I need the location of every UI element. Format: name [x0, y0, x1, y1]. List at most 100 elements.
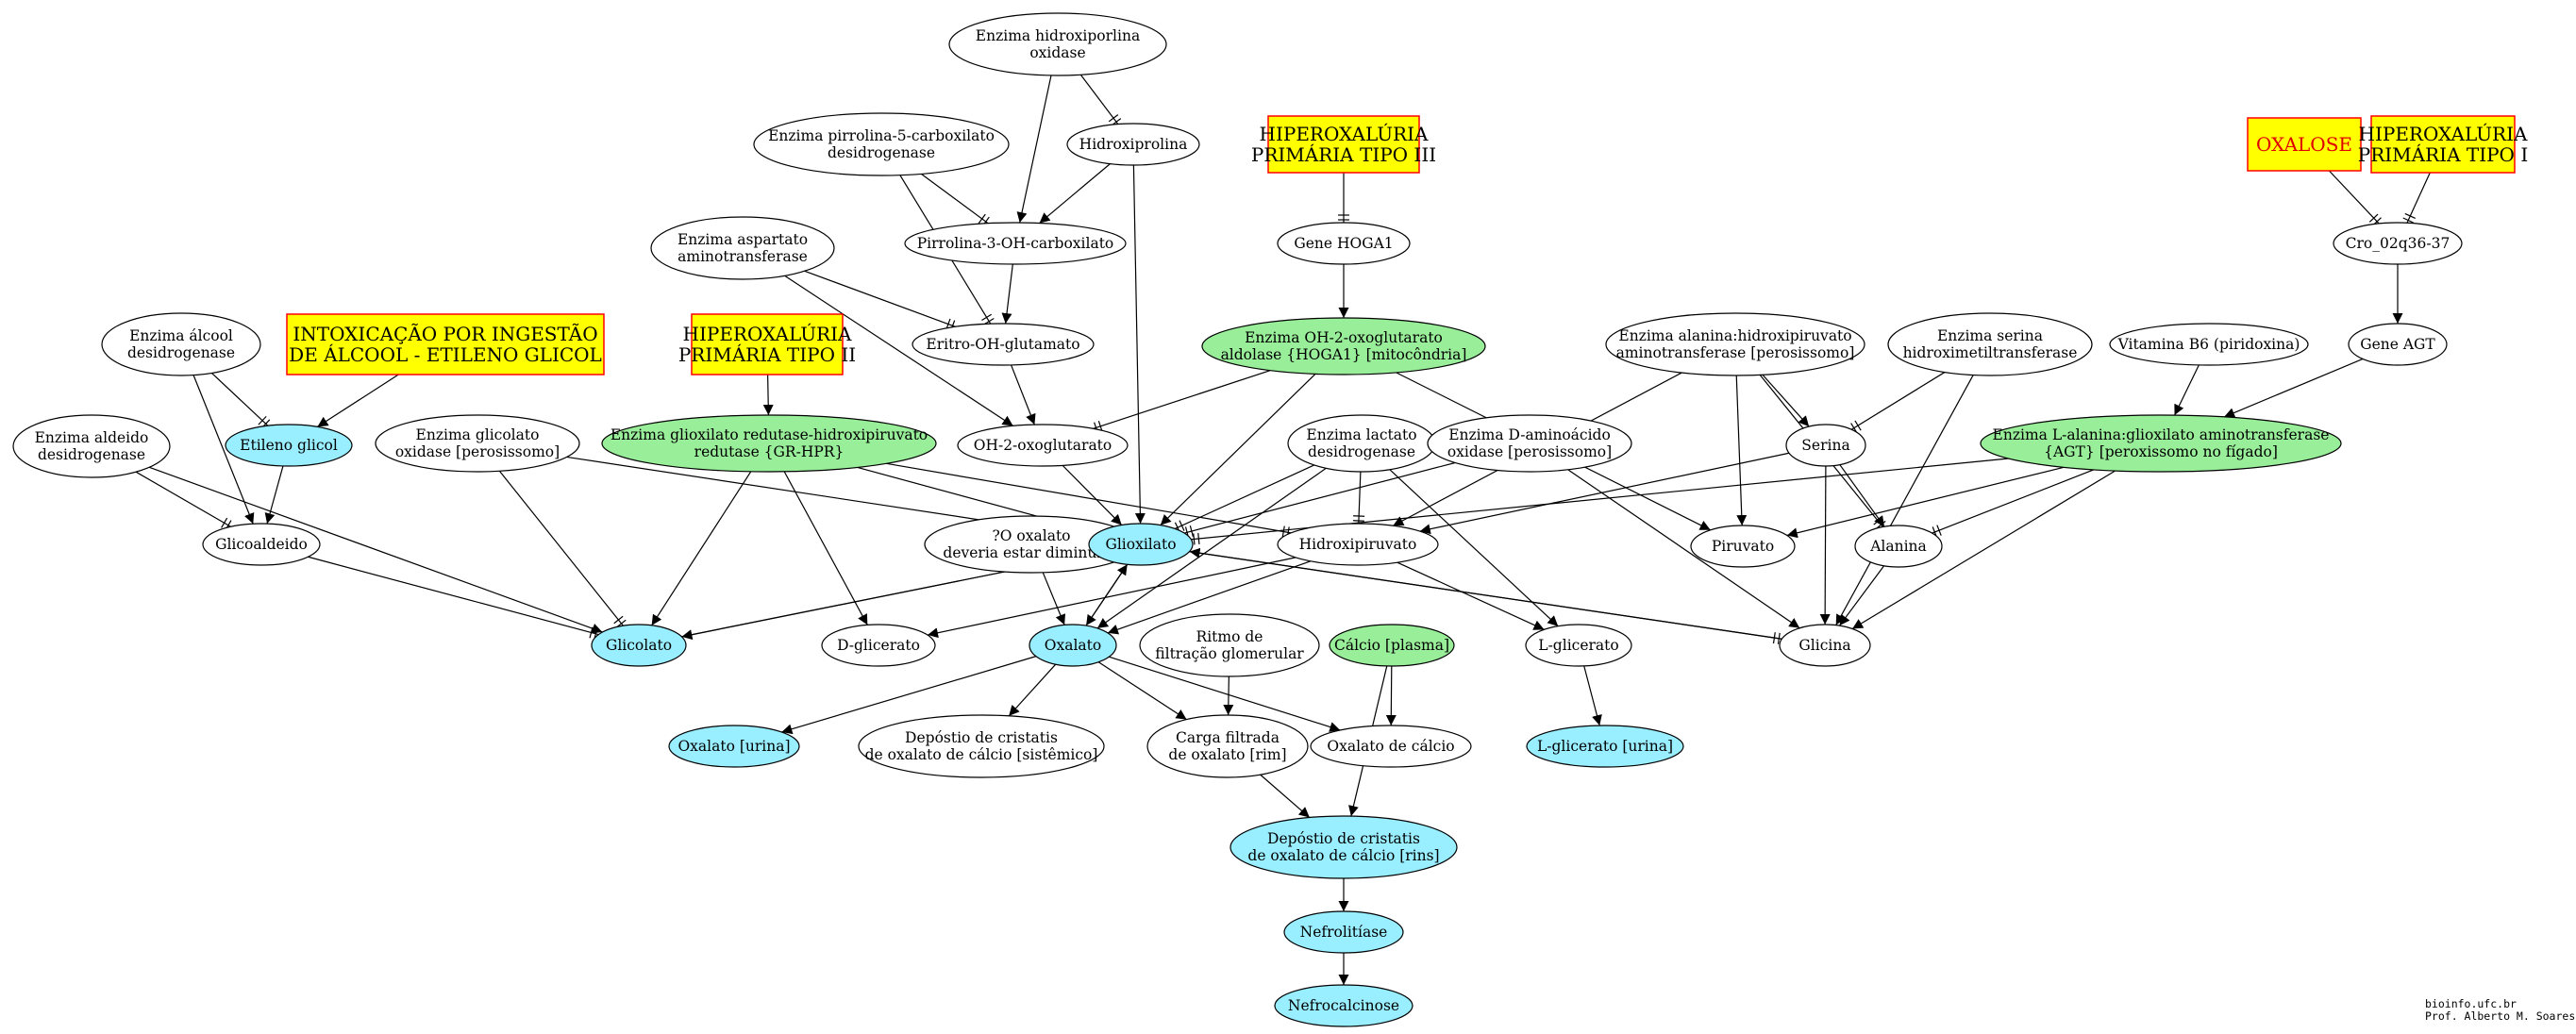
node-label: Enzima D-aminoácido	[1448, 426, 1611, 443]
edges-layer	[135, 74, 2431, 985]
node-label: Carga filtrada	[1176, 729, 1280, 746]
edge-pirrolina3-to-eritro	[1001, 263, 1013, 325]
edge-grhpr-to-glicolato	[651, 471, 752, 626]
node-oxal_urina: Oxalato [urina]	[668, 725, 800, 768]
edge-oxalato-to-carga	[1097, 661, 1187, 721]
node-eritro: Eritro-OH-glutamato	[912, 323, 1095, 366]
node-ellipse	[1785, 424, 1866, 467]
node-box	[691, 313, 844, 375]
node-ellipse	[1029, 624, 1117, 667]
edge-glicolato_ox-to-glicolato	[498, 470, 627, 628]
edge-hiper2-to-grhpr	[762, 374, 774, 416]
node-hidroxiprolina: Hidroxiprolina	[1066, 123, 1200, 166]
node-label: Glicina	[1798, 637, 1850, 654]
node-piruvato: Piruvato	[1690, 525, 1796, 568]
node-label: Enzima OH-2-oxoglutarato	[1245, 329, 1443, 346]
node-ellipse	[858, 714, 1105, 778]
node-ellipse	[1310, 725, 1472, 768]
node-label: PRIMÁRIA TIPO I	[2358, 143, 2528, 166]
node-calcio: Cálcio [plasma]	[1329, 624, 1455, 667]
node-label: desidrogenase	[828, 144, 935, 161]
node-label: L-glicerato [urina]	[1537, 738, 1673, 755]
node-box	[2247, 117, 2362, 172]
node-ellipse	[2333, 222, 2463, 265]
edge-gene_agt-to-agt	[2223, 358, 2364, 418]
node-ellipse	[1779, 624, 1871, 667]
node-glicina: Glicina	[1779, 624, 1871, 667]
node-label: de oxalato de cálcio [sistêmico]	[865, 746, 1098, 763]
node-label: HIPEROXALÚRIA	[1260, 122, 1429, 145]
node-label: Enzima aldeido	[35, 429, 149, 446]
edge-eritro-to-oh2oxo	[1011, 364, 1036, 425]
node-ellipse	[1277, 523, 1439, 566]
edge-aspartato-to-oh2oxo	[784, 275, 1013, 426]
node-ala_hidroxi: Enzima alanina:hidroxipiruvatoaminotrans…	[1605, 312, 1865, 376]
edge-ala_hidroxi-to-piruvato	[1735, 375, 1748, 526]
node-label: aminotransferase	[677, 248, 808, 265]
node-label: Piruvato	[1712, 538, 1774, 555]
edge-oxalato-to-deposito_sist	[1008, 663, 1057, 717]
node-label: oxidase [perosissomo]	[1447, 443, 1612, 460]
node-label: aminotransferase [perosissomo]	[1616, 344, 1855, 361]
node-label: oxidase	[1029, 44, 1085, 61]
node-gene_agt: Gene AGT	[2348, 323, 2448, 366]
node-ellipse	[1283, 910, 1404, 954]
node-label: Depóstio de cristatis	[905, 729, 1058, 746]
node-label: Depóstio de cristatis	[1267, 830, 1420, 847]
edge-hidroxiprolina_oxidase-to-pirrolina3	[1016, 75, 1052, 224]
edge-aldeido_desid-to-glicoaldeido	[135, 471, 232, 531]
node-label: Hidroxipiruvato	[1299, 536, 1417, 553]
node-ellipse	[1525, 624, 1632, 667]
node-box	[1267, 115, 1420, 174]
edge-lactato-to-hidroxipiruvato	[1352, 471, 1365, 525]
node-ellipse	[2348, 323, 2448, 366]
edge-hidroxiprolina-to-pirrolina3	[1039, 163, 1111, 224]
edge-etileno-to-glicoaldeido	[264, 465, 284, 525]
node-label: Hidroxiprolina	[1079, 136, 1188, 153]
node-pirrolina5: Enzima pirrolina-5-carboxilatodesidrogen…	[753, 112, 1010, 176]
node-label: Glicolato	[606, 637, 672, 654]
node-box	[286, 313, 605, 375]
node-nefrolitiase: Nefrolitíase	[1283, 910, 1404, 954]
node-ellipse	[650, 216, 835, 280]
node-etileno: Etileno glicol	[225, 424, 353, 467]
node-label: Pirrolina-3-OH-carboxilato	[917, 235, 1114, 252]
edge-oh2oxo-to-glioxilato	[1062, 464, 1123, 525]
edge-daminoacido-to-glicina	[1567, 469, 1800, 629]
node-ellipse	[1690, 525, 1796, 568]
node-label: D-glicerato	[837, 637, 920, 654]
node-label: Gene AGT	[2360, 336, 2435, 353]
node-glioxilato: Glioxilato	[1088, 523, 1194, 566]
edge-serina-to-hidroxipiruvato	[1419, 452, 1790, 535]
edge-alanina-to-glicina	[1838, 565, 1885, 626]
node-ellipse	[1139, 613, 1320, 677]
node-oxalato: Oxalato	[1029, 624, 1117, 667]
node-ellipse	[1605, 312, 1865, 376]
edge-intox-to-etileno	[317, 374, 399, 427]
node-label: Gene HOGA1	[1294, 235, 1393, 252]
node-oh2oxo: OH-2-oxoglutarato	[957, 424, 1129, 467]
node-label: PRIMÁRIA TIPO II	[678, 343, 856, 366]
edge-lactato-to-glioxilato	[1174, 464, 1315, 533]
node-label: de oxalato [rim]	[1168, 746, 1286, 763]
node-ellipse	[821, 624, 936, 667]
node-label: Oxalato	[1045, 637, 1101, 654]
node-label: Enzima alanina:hidroxipiruvato	[1618, 327, 1851, 344]
node-label: deveria estar diminuido	[943, 544, 1119, 561]
edge-lactato-to-lglicerato	[1389, 469, 1559, 627]
node-box	[2370, 115, 2516, 174]
edge-oxalato-to-oxal_calcio	[1109, 656, 1341, 732]
node-label: Vitamina B6 (piridoxina)	[2117, 336, 2300, 353]
edge-hidroxipiruvato-to-dglicerato	[927, 557, 1296, 639]
node-label: ?O oxalato	[992, 527, 1070, 544]
node-label: Oxalato [urina]	[677, 738, 790, 755]
node-label: Enzima glicolato	[416, 426, 540, 443]
